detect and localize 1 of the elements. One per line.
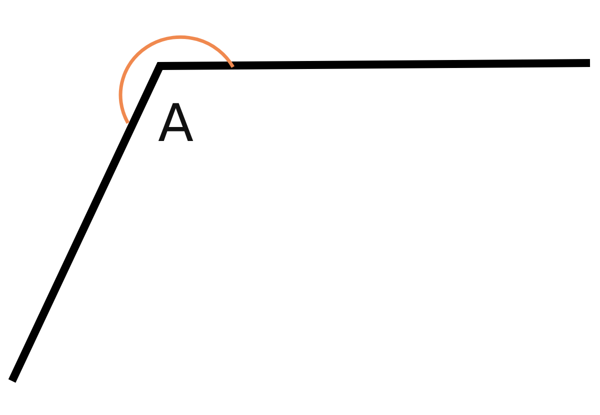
angle-label: A xyxy=(158,98,194,150)
